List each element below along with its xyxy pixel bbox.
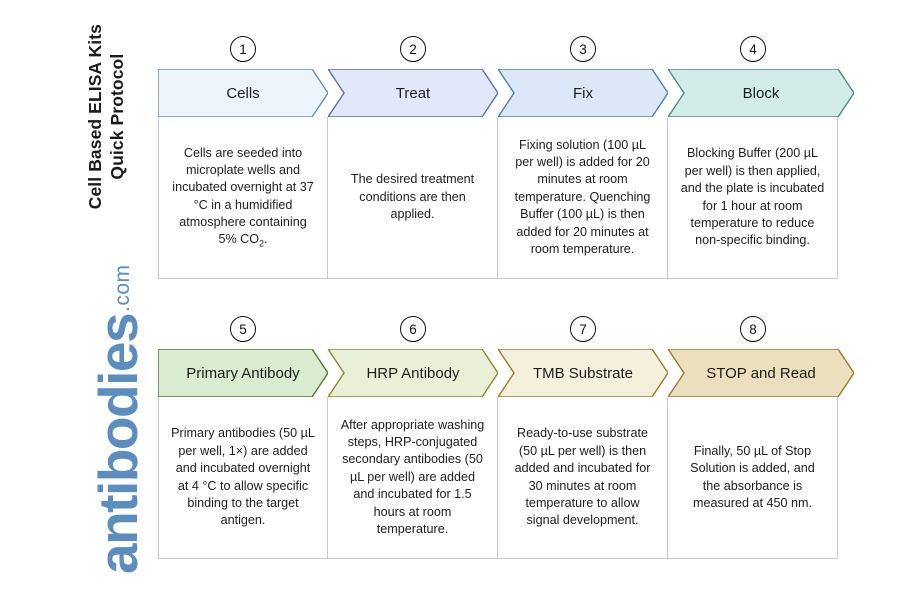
step-description-text: Fixing solution (100 µL per well) is add… — [514, 137, 651, 256]
step-chevron-1[interactable]: Cells — [158, 69, 328, 117]
step-label-7: TMB Substrate — [532, 364, 634, 382]
step-description-text: Blocking Buffer (200 µL per well) is the… — [680, 146, 825, 248]
step-description-4: Blocking Buffer (200 µL per well) is the… — [668, 117, 838, 279]
chevron-shape-icon — [328, 349, 498, 397]
step-number-badge-4: 4 — [740, 36, 766, 62]
step-description-text: After appropriate washing steps, HRP-con… — [340, 417, 485, 536]
logo-tld: .com — [111, 264, 134, 312]
chevron-shape-icon — [668, 69, 854, 117]
step-description-8: Finally, 50 µL of Stop Solution is added… — [668, 397, 838, 559]
brand-logo: antibodies .com — [18, 264, 150, 574]
step-description-text: Cells are seeded into microplate wells a… — [172, 145, 314, 249]
step-number-badges: 1 2 3 4 — [158, 36, 838, 65]
step-description-row: Cells are seeded into microplate wells a… — [158, 117, 838, 279]
page-title-line-2: Quick Protocol — [107, 53, 127, 180]
step-description-1: Cells are seeded into microplate wells a… — [158, 117, 328, 279]
step-description-6: After appropriate washing steps, HRP-con… — [328, 397, 498, 559]
step-chevron-4[interactable]: Block — [668, 69, 854, 117]
step-chevron-2[interactable]: Treat — [328, 69, 498, 117]
chevron-shape-icon — [498, 349, 668, 397]
chevron-shape-icon — [328, 69, 498, 117]
chevron-shape-icon — [498, 69, 668, 117]
step-description-row: Primary antibodies (50 µL per well, 1×) … — [158, 397, 838, 559]
step-chevron-5[interactable]: Primary Antibody — [158, 349, 328, 397]
step-label-6: HRP Antibody — [366, 364, 460, 382]
chevron-shape-icon — [668, 349, 854, 397]
step-description-text: Primary antibodies (50 µL per well, 1×) … — [171, 426, 315, 528]
step-number-badge-3: 3 — [570, 36, 596, 62]
chevron-shape-icon — [158, 69, 328, 117]
step-number-badges: 5 6 7 8 — [158, 316, 838, 345]
page-title-line-1: Cell Based ELISA Kits — [84, 24, 105, 210]
chevron-shape-icon — [158, 349, 328, 397]
step-number-badge-5: 5 — [230, 316, 256, 342]
step-description-2: The desired treatment conditions are the… — [328, 117, 498, 279]
step-description-5: Primary antibodies (50 µL per well, 1×) … — [158, 397, 328, 559]
logo-wordmark: antibodies — [87, 313, 150, 574]
step-number-badge-6: 6 — [400, 316, 426, 342]
step-number-badge-8: 8 — [740, 316, 766, 342]
step-chevron-8[interactable]: STOP and Read — [668, 349, 854, 397]
step-description-text: Ready-to-use substrate (50 µL per well) … — [514, 426, 651, 528]
step-number-badge-7: 7 — [570, 316, 596, 342]
step-label-2: Treat — [395, 84, 431, 102]
step-label-8: STOP and Read — [706, 364, 816, 382]
step-description-text: The desired treatment conditions are the… — [350, 172, 475, 222]
step-number-badge-2: 2 — [400, 36, 426, 62]
protocol-row-2: 5 6 7 8 Primary Antibody HRP Antibody TMB S… — [158, 316, 854, 559]
step-label-4: Block — [742, 84, 780, 102]
step-description-7: Ready-to-use substrate (50 µL per well) … — [498, 397, 668, 559]
step-header-chevrons: Cells Treat Fix Block — [158, 69, 854, 117]
step-label-3: Fix — [573, 84, 593, 102]
step-chevron-6[interactable]: HRP Antibody — [328, 349, 498, 397]
step-number-badge-1: 1 — [230, 36, 256, 62]
step-description-text: Finally, 50 µL of Stop Solution is added… — [690, 443, 815, 510]
step-header-chevrons: Primary Antibody HRP Antibody TMB Substr… — [158, 349, 854, 397]
step-chevron-7[interactable]: TMB Substrate — [498, 349, 668, 397]
step-chevron-3[interactable]: Fix — [498, 69, 668, 117]
step-label-1: Cells — [226, 84, 260, 102]
step-label-5: Primary Antibody — [186, 364, 300, 382]
step-description-3: Fixing solution (100 µL per well) is add… — [498, 117, 668, 279]
